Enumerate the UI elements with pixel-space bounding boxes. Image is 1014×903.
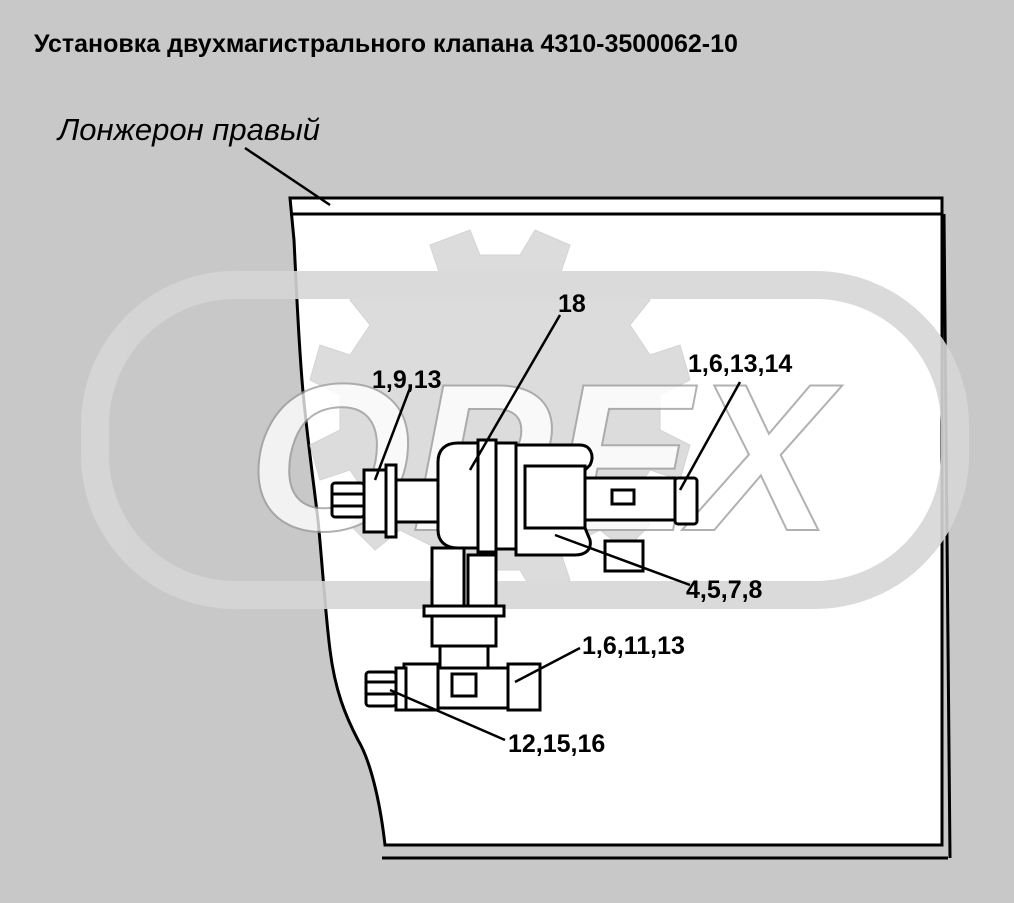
callout-18: 18: [558, 290, 586, 318]
frame-label-leader: [244, 146, 331, 207]
callout-12-15-16: 12,15,16: [508, 730, 605, 758]
leader-18: [468, 314, 562, 471]
leader-161113: [514, 646, 581, 684]
callout-4-5-7-8: 4,5,7,8: [686, 576, 763, 604]
frame-label: Лонжерон правый: [58, 112, 321, 147]
diagram-title: Установка двухмагистрального клапана 431…: [34, 30, 738, 58]
leader-4578: [554, 533, 691, 587]
leader-lines: [373, 314, 742, 742]
callout-1-6-11-13: 1,6,11,13: [582, 632, 685, 660]
callout-1-6-13-14: 1,6,13,14: [688, 350, 792, 378]
leader-1913: [373, 387, 412, 481]
callout-1-9-13: 1,9,13: [372, 366, 442, 394]
leader-161314: [678, 381, 742, 491]
leader-121516: [389, 688, 506, 742]
valve-assembly: [330, 438, 699, 712]
